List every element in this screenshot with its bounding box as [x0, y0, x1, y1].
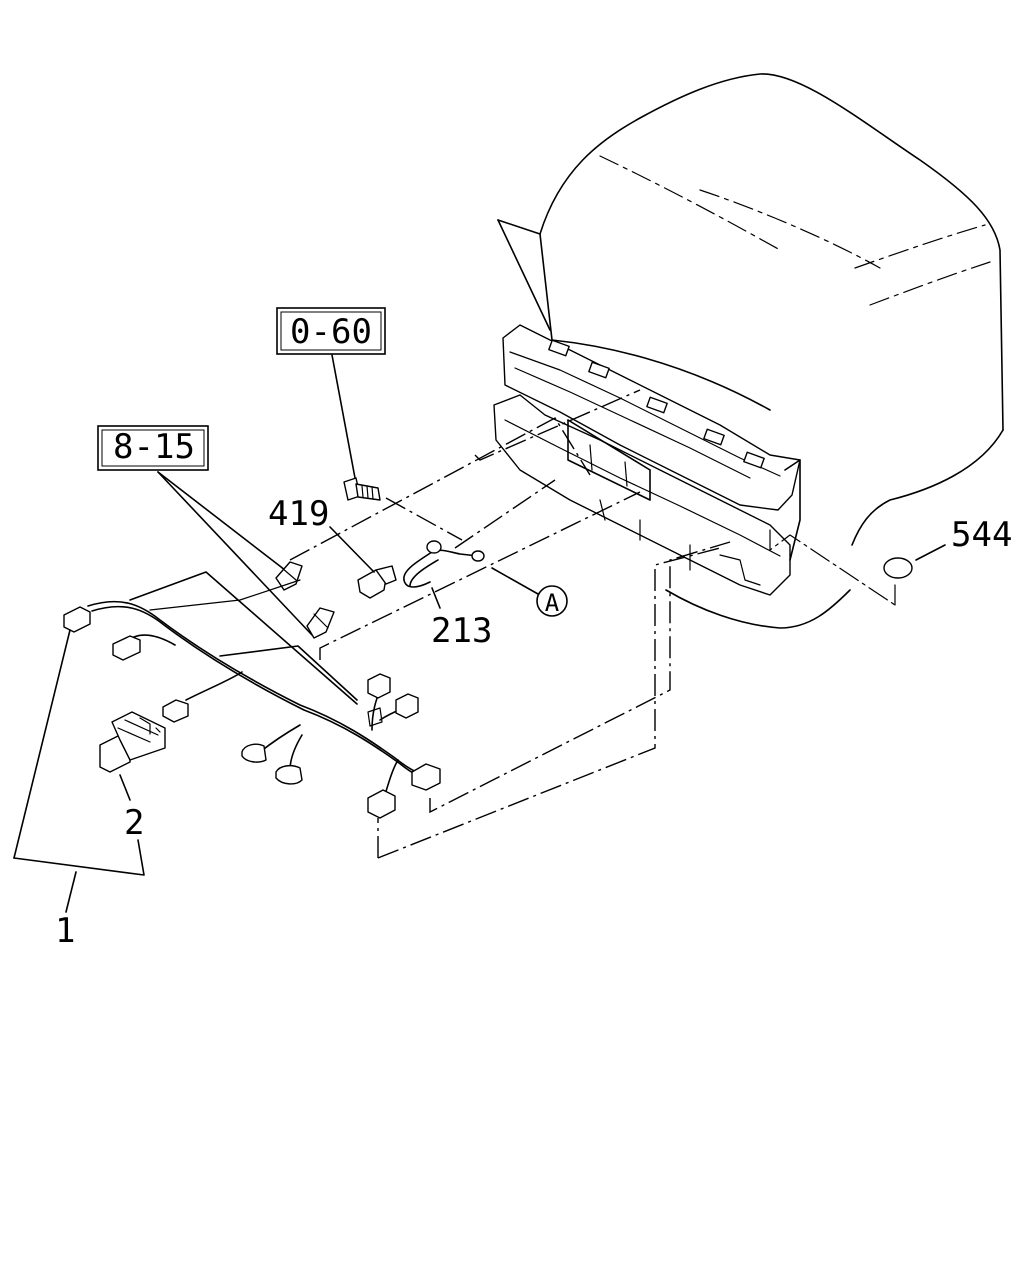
callout-544: 544 [951, 515, 1012, 555]
relay-block-part [99, 711, 166, 773]
reference-label-8-15: 8-15 [113, 427, 195, 467]
harness-clip-lower [306, 607, 335, 639]
harness-clip-upper [275, 561, 303, 591]
truck-cab [497, 73, 1004, 629]
reference-box-8-15: 8-15 [97, 425, 209, 471]
reference-box-0-60: 0-60 [276, 307, 386, 355]
bolt-part [343, 477, 381, 501]
callout-419: 419 [268, 494, 329, 534]
ground-wire-213-part [403, 540, 485, 588]
view-marker-circle [536, 585, 568, 617]
callout-1: 1 [55, 911, 75, 951]
leader-lines [289, 389, 731, 859]
front-grille-assembly [493, 324, 801, 596]
callout-2: 2 [124, 803, 144, 843]
clip-544-part [883, 557, 913, 579]
reference-label-0-60: 0-60 [290, 312, 372, 352]
callout-213: 213 [431, 611, 492, 651]
grommet-419-part [357, 565, 397, 599]
view-marker-label: A [545, 589, 560, 617]
harness-connectors [63, 606, 441, 819]
